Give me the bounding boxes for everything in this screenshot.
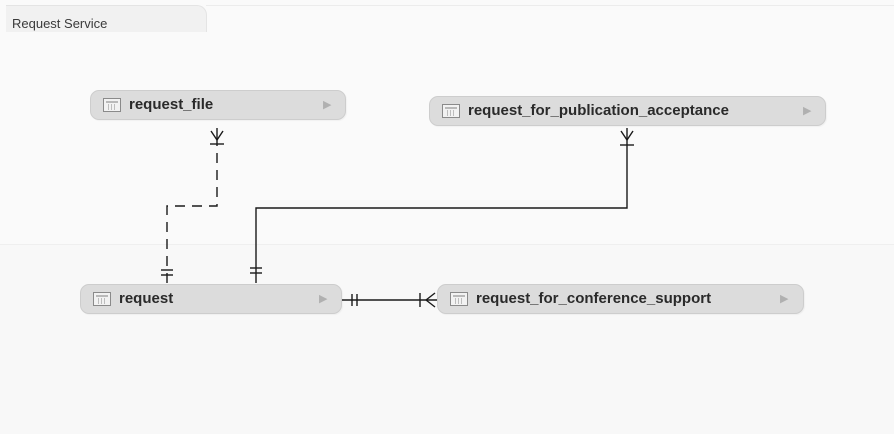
expand-arrow-icon[interactable]: ▶ (803, 105, 812, 117)
relationship-request-request-file[interactable] (161, 128, 224, 283)
expand-arrow-icon[interactable]: ▶ (323, 99, 332, 111)
entity-label: request_for_publication_acceptance (468, 102, 729, 119)
entity-request-for-publication-acceptance[interactable]: request_for_publication_acceptance ▶ (429, 96, 826, 126)
crowfoot-left (210, 130, 218, 141)
entity-request[interactable]: request ▶ (80, 284, 342, 314)
entity-request-for-conference-support[interactable]: request_for_conference_support ▶ (437, 284, 804, 314)
entity-label: request_file (129, 96, 214, 113)
crowfoot-bottom (425, 299, 436, 308)
table-icon (442, 104, 460, 118)
entity-label: request (119, 290, 174, 307)
table-icon (103, 98, 121, 112)
crowfoot-right (216, 130, 224, 141)
group-title: Request Service (12, 16, 108, 31)
entity-label: request_for_conference_support (476, 290, 712, 307)
crowfoot-right (626, 130, 634, 141)
relationship-request-publication-acceptance[interactable] (250, 128, 634, 283)
canvas-lower-band (0, 244, 894, 434)
group-border (206, 5, 894, 6)
expand-arrow-icon[interactable]: ▶ (780, 293, 789, 305)
group-tab[interactable]: Request Service (6, 5, 207, 32)
crowfoot-left (620, 130, 628, 141)
crowfoot-top (425, 292, 436, 301)
entity-request-file[interactable]: request_file ▶ (90, 90, 346, 120)
table-icon (93, 292, 111, 306)
expand-arrow-icon[interactable]: ▶ (319, 293, 328, 305)
table-icon (450, 292, 468, 306)
relationship-request-conference-support[interactable] (342, 292, 437, 308)
